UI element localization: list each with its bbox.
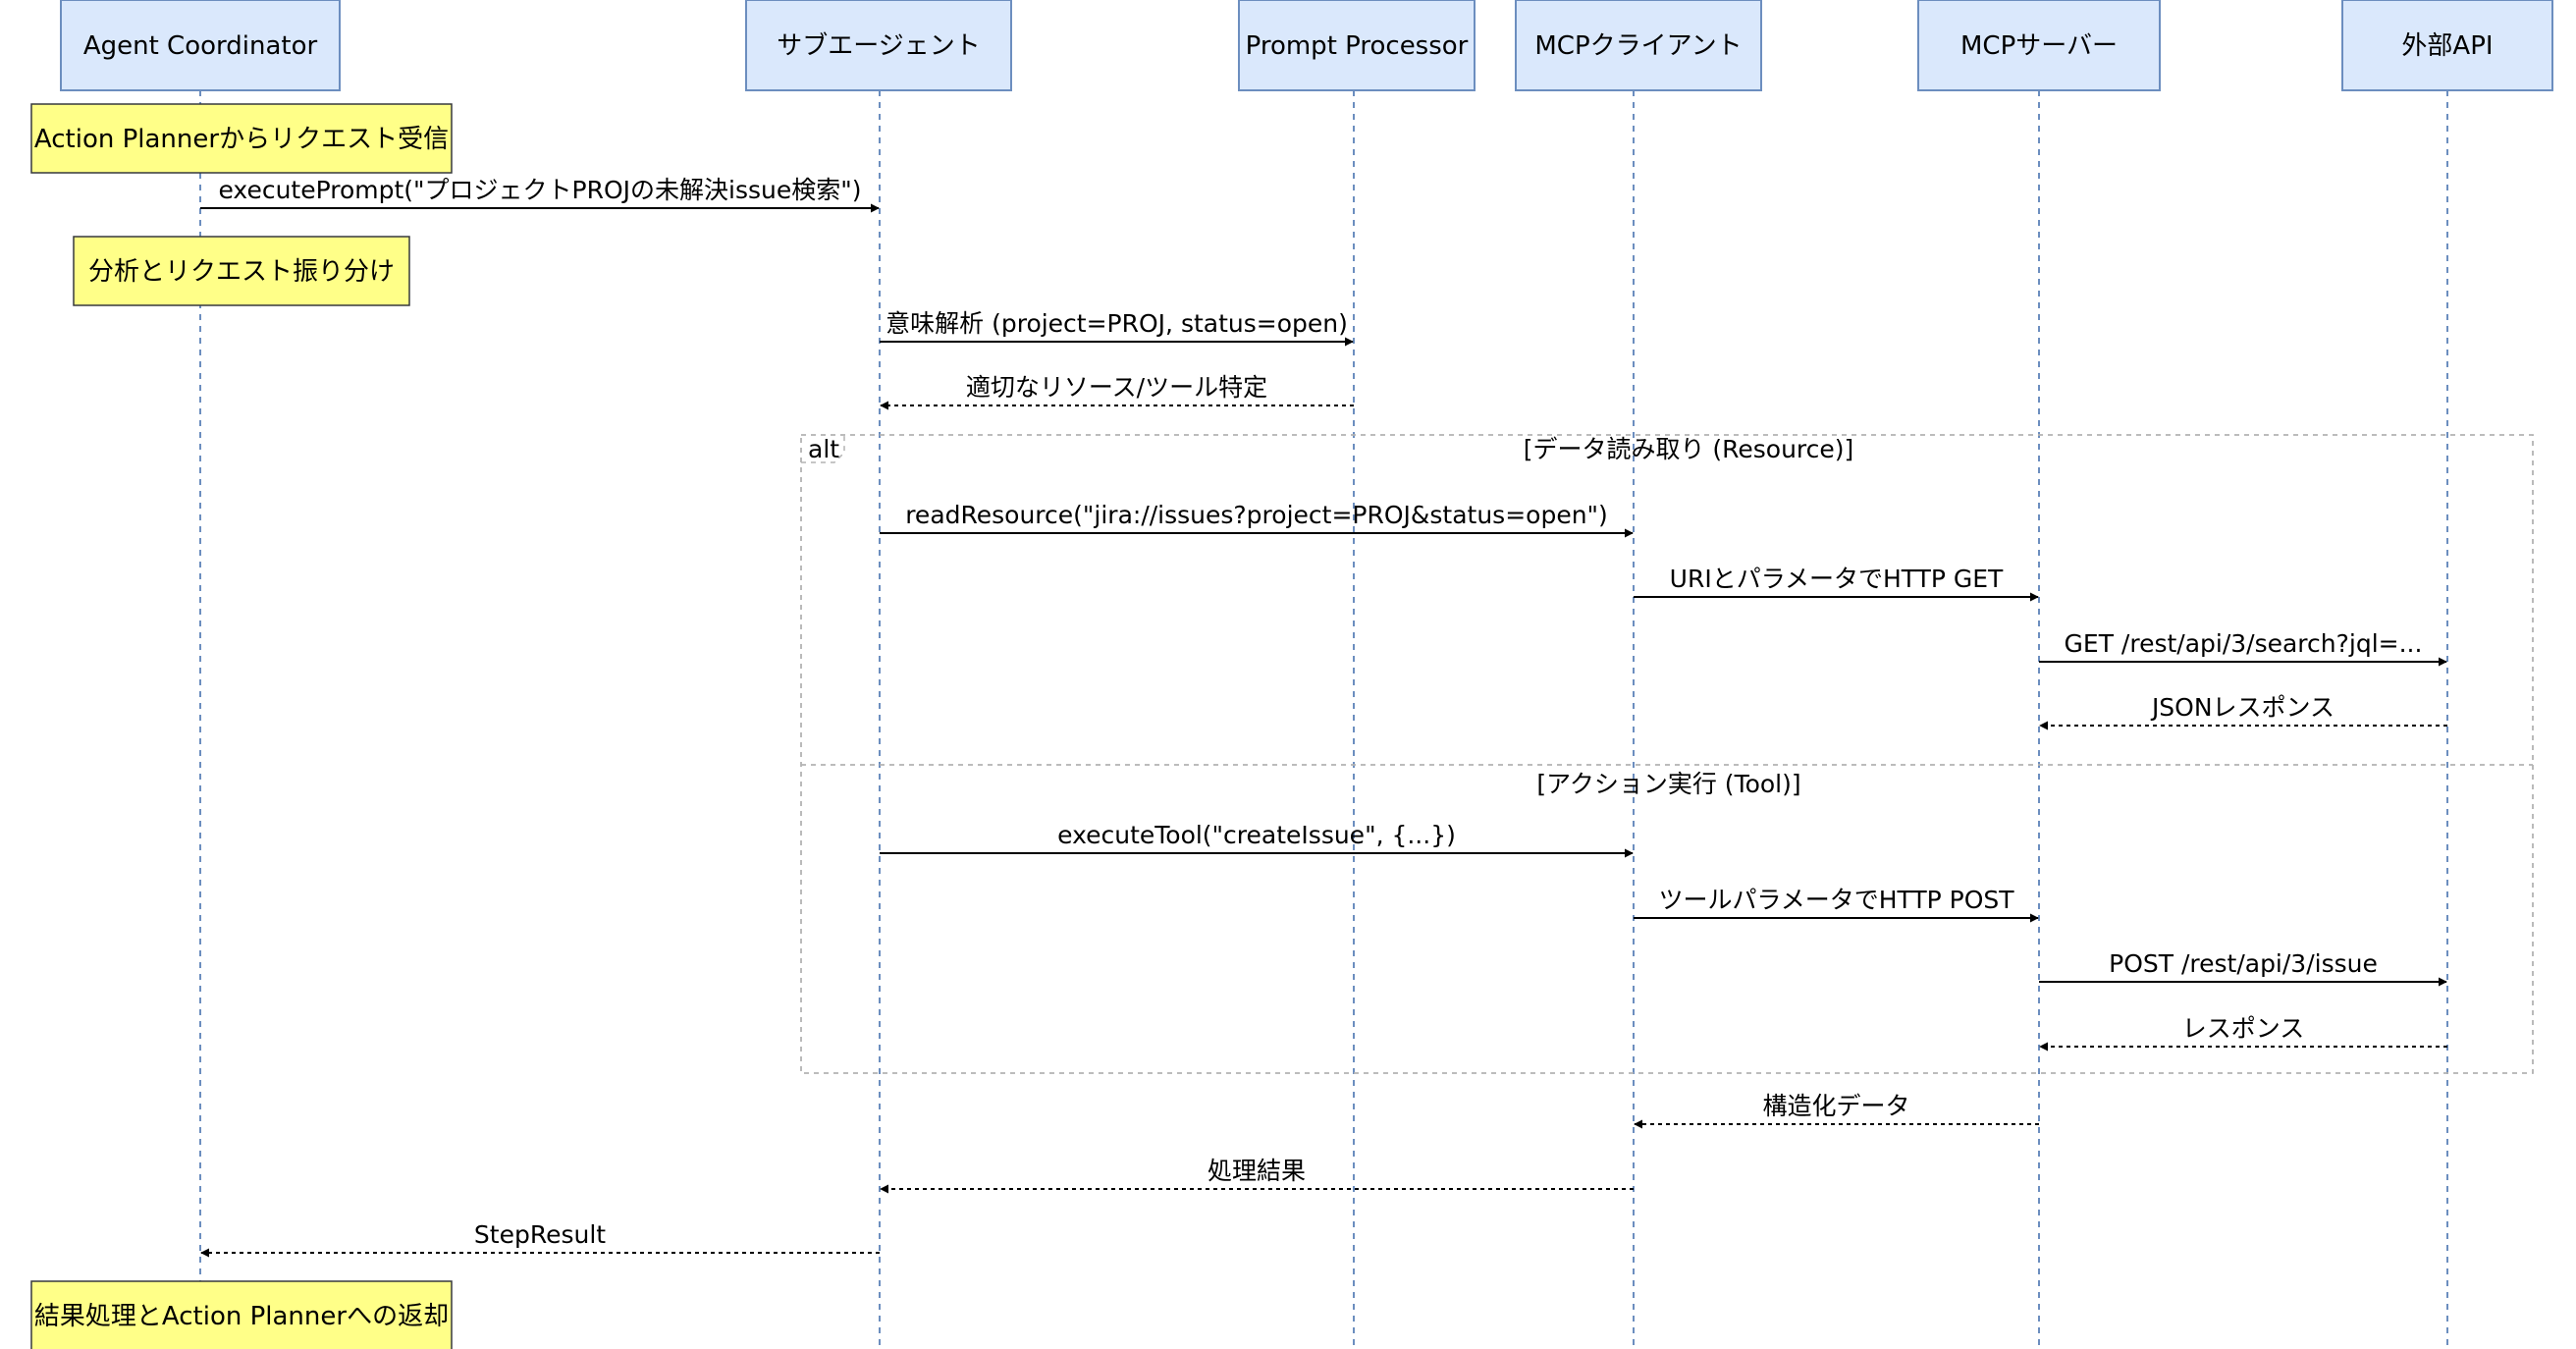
participant-label: MCPサーバー — [1960, 31, 2118, 61]
participant-label: 外部API — [2401, 31, 2493, 61]
message: GET /rest/api/3/search?jql=... — [2039, 629, 2447, 667]
message: ツールパラメータでHTTP POST — [1634, 886, 2039, 923]
participant-label: サブエージェント — [777, 31, 980, 61]
note: 結果処理とAction Plannerへの返却 — [30, 1280, 453, 1349]
message-label: executePrompt("プロジェクトPROJの未解決issue検索") — [218, 176, 861, 204]
participant-api: 外部API — [2341, 0, 2553, 91]
message: レスポンス — [2039, 1014, 2447, 1052]
message: StepResult — [200, 1220, 880, 1258]
participant-label: Agent Coordinator — [83, 31, 318, 61]
note-label: 結果処理とAction Plannerへの返却 — [34, 1302, 449, 1331]
message-label: StepResult — [474, 1220, 606, 1249]
note-box — [30, 103, 453, 174]
message-label: readResource("jira://issues?project=PROJ… — [905, 501, 1608, 529]
message-label: URIとパラメータでHTTP GET — [1670, 565, 2004, 593]
participant-box — [60, 0, 341, 91]
message: executePrompt("プロジェクトPROJの未解決issue検索") — [200, 176, 880, 213]
message-label: GET /rest/api/3/search?jql=... — [2065, 629, 2423, 658]
message-label: 構造化データ — [1762, 1092, 1909, 1120]
message-label: POST /rest/api/3/issue — [2109, 949, 2378, 978]
participant-sub: サブエージェント — [745, 0, 1012, 91]
note-box — [30, 1280, 453, 1349]
message: POST /rest/api/3/issue — [2039, 949, 2447, 987]
message: readResource("jira://issues?project=PROJ… — [880, 501, 1634, 538]
message-label: 適切なリソース/ツール特定 — [966, 373, 1267, 402]
participant-box — [745, 0, 1012, 91]
participant-server: MCPサーバー — [1917, 0, 2161, 91]
alt-frame-border — [800, 434, 2534, 1074]
message-label: 処理結果 — [1208, 1157, 1306, 1185]
participant-box — [1238, 0, 1476, 91]
participant-box — [2341, 0, 2553, 91]
message: 処理結果 — [880, 1157, 1634, 1194]
message-label: レスポンス — [2182, 1014, 2305, 1043]
message: URIとパラメータでHTTP GET — [1634, 565, 2039, 602]
alt-operator-label: alt — [808, 435, 839, 463]
message: 意味解析 (project=PROJ, status=open) — [880, 309, 1354, 347]
note: 分析とリクエスト振り分け — [73, 236, 410, 306]
participant-proc: Prompt Processor — [1238, 0, 1476, 91]
alt-frame: alt [データ読み取り (Resource)] [アクション実行 (Tool)] — [800, 434, 2534, 1074]
alt-frame-tab — [801, 435, 845, 463]
participant-coord: Agent Coordinator — [60, 0, 341, 91]
participant-box — [1515, 0, 1762, 91]
participant-box — [1917, 0, 2161, 91]
message: JSONレスポンス — [2039, 693, 2447, 730]
message: executeTool("createIssue", {...}) — [880, 821, 1634, 858]
note-box — [73, 236, 410, 306]
participant-label: Prompt Processor — [1246, 31, 1469, 61]
message: 構造化データ — [1634, 1092, 2039, 1129]
participant-client: MCPクライアント — [1515, 0, 1762, 91]
message-label: ツールパラメータでHTTP POST — [1658, 886, 2014, 914]
note: Action Plannerからリクエスト受信 — [30, 103, 453, 174]
participant-label: MCPクライアント — [1534, 31, 1742, 61]
note-label: Action Plannerからリクエスト受信 — [34, 125, 449, 154]
message-label: 意味解析 (project=PROJ, status=open) — [886, 309, 1348, 338]
alt-guard-label: [アクション実行 (Tool)] — [1536, 770, 1800, 798]
message-label: executeTool("createIssue", {...}) — [1057, 821, 1456, 849]
message: 適切なリソース/ツール特定 — [880, 373, 1354, 410]
note-label: 分析とリクエスト振り分け — [88, 257, 395, 287]
alt-guard-label: [データ読み取り (Resource)] — [1524, 435, 1854, 463]
message-label: JSONレスポンス — [2150, 693, 2334, 722]
